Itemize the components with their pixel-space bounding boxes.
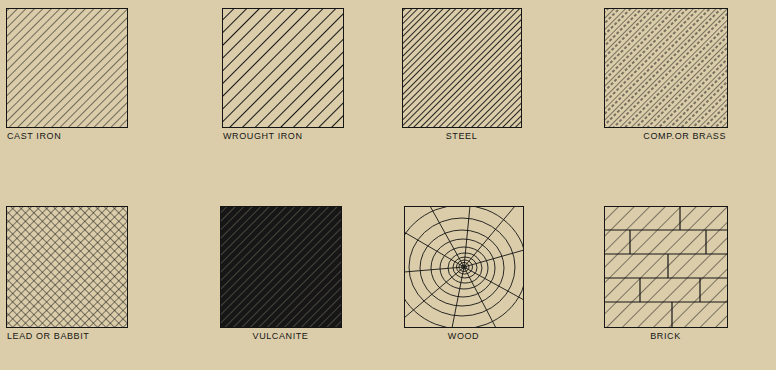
wrought-iron-hatch xyxy=(222,8,344,128)
brass-hatch xyxy=(604,8,728,128)
material-swatch: VULCANITE xyxy=(220,206,342,328)
material-swatch: STEEL xyxy=(402,8,522,128)
material-swatch: LEAD OR BABBIT xyxy=(6,206,128,328)
material-swatch: WROUGHT IRON xyxy=(222,8,344,128)
material-swatch: CAST IRON xyxy=(6,8,128,128)
steel-hatch xyxy=(402,8,522,128)
material-swatch: WOOD xyxy=(404,206,524,328)
material-label: VULCANITE xyxy=(252,331,310,341)
material-label: STEEL xyxy=(445,131,479,141)
lead-hatch xyxy=(6,206,128,328)
material-label: BRICK xyxy=(649,331,682,341)
material-label: LEAD OR BABBIT xyxy=(6,331,90,341)
wood-grain xyxy=(404,206,524,328)
brick-courses xyxy=(604,206,728,328)
material-swatch: BRICK xyxy=(604,206,728,328)
cast-iron-hatch xyxy=(6,8,128,128)
material-label: COMP.OR BRASS xyxy=(642,131,727,141)
material-label: WOOD xyxy=(447,331,480,341)
material-label: WROUGHT IRON xyxy=(222,131,304,141)
material-swatch: COMP.OR BRASS xyxy=(604,8,728,128)
vulcanite-hatch xyxy=(220,206,342,328)
material-label: CAST IRON xyxy=(6,131,62,141)
